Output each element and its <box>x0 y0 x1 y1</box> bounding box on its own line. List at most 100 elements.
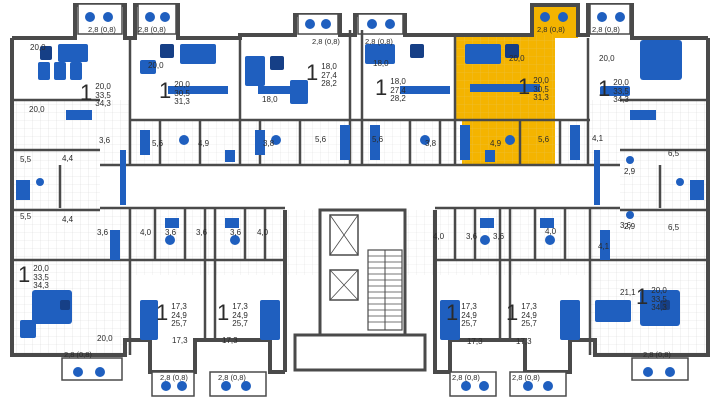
room-area-label: 4,9 <box>198 139 210 148</box>
room-area-label: 3,6 <box>493 232 505 241</box>
room-area-label: 4,0 <box>545 227 557 236</box>
living-area: 17,3 <box>171 302 187 311</box>
room-count: 1 <box>598 76 611 101</box>
living-area: 17,3 <box>232 302 248 311</box>
room-area-label: 4,9 <box>490 139 502 148</box>
living-area: 17,3 <box>461 302 477 311</box>
living-area: 20,0 <box>651 286 667 295</box>
total-area-with-balcony: 34,3 <box>613 95 629 105</box>
room-area-label: 21,1 <box>620 288 636 297</box>
room-area-label: 2,9 <box>624 167 636 176</box>
total-area: 27,4 <box>321 70 337 80</box>
balcony-label: 2,8 (0,8) <box>160 373 188 382</box>
balcony-label: 2,8 (0,8) <box>452 373 480 382</box>
room-count: 1 <box>80 80 93 105</box>
living-area: 20,0 <box>174 80 190 89</box>
highlighted-balcony[interactable] <box>532 5 578 38</box>
room-area-label: 20,0 <box>97 334 113 343</box>
balcony-label: 2,8 (0,8) <box>218 373 246 382</box>
total-area: 30,5 <box>174 88 190 98</box>
balcony-label: 2,8 (0,8) <box>643 350 671 359</box>
room-area-label: 2,9 <box>624 222 636 231</box>
room-area-label: 3,6 <box>99 136 111 145</box>
room-area-label: 4,0 <box>433 232 445 241</box>
total-area: 30,5 <box>533 84 549 94</box>
total-area: 24,9 <box>171 310 187 320</box>
outer-walls <box>10 3 710 374</box>
room-area-label: 3,6 <box>620 221 632 230</box>
room-area-label: 18,0 <box>373 59 389 68</box>
balcony-label: 2,8 (0,8) <box>512 373 540 382</box>
room-area-label: 6,5 <box>668 149 680 158</box>
room-count: 1 <box>446 300 459 325</box>
total-area-with-balcony: 25,7 <box>521 319 537 329</box>
furniture <box>16 40 704 340</box>
room-area-label: 20,0 <box>30 43 46 52</box>
total-area: 24,9 <box>461 310 477 320</box>
room-area-label: 5,6 <box>538 135 550 144</box>
balcony-label: 2,8 (0,8) <box>312 37 340 46</box>
living-area: 20,0 <box>613 78 629 87</box>
room-area-label: 17,3 <box>222 336 238 345</box>
balcony-label: 2,8 (0,8) <box>88 25 116 34</box>
room-area-label: 5,5 <box>20 212 32 221</box>
room-area-label: 3,6 <box>97 228 109 237</box>
room-area-label: 20,0 <box>509 54 525 63</box>
room-count: 1 <box>217 300 230 325</box>
total-area-with-balcony: 25,7 <box>171 319 187 329</box>
room-area-label: 3,6 <box>196 228 208 237</box>
room-area-label: 4,1 <box>592 134 604 143</box>
sanitary-fixtures <box>36 135 684 245</box>
room-area-label: 4,1 <box>598 242 610 251</box>
total-area-with-balcony: 34,3 <box>95 99 111 109</box>
balcony-label: 2,8 (0,8) <box>592 25 620 34</box>
room-area-label: 3,8 <box>425 139 437 148</box>
room-count: 1 <box>375 75 388 100</box>
room-area-label: 4,4 <box>62 154 74 163</box>
total-area: 33,5 <box>33 272 49 282</box>
total-area: 24,9 <box>521 310 537 320</box>
living-area: 20,0 <box>533 76 549 85</box>
corridor <box>100 165 620 208</box>
room-area-label: 6,5 <box>668 223 680 232</box>
living-area: 18,0 <box>390 77 406 86</box>
total-area-with-balcony: 31,3 <box>174 97 190 107</box>
total-area-with-balcony: 25,7 <box>232 319 248 329</box>
room-count: 1 <box>306 60 319 85</box>
room-area-label: 17,3 <box>172 336 188 345</box>
balcony-label: 2,8 (0,8) <box>537 25 565 34</box>
total-area-with-balcony: 25,7 <box>461 319 477 329</box>
living-area: 17,3 <box>521 302 537 311</box>
living-area: 18,0 <box>321 62 337 71</box>
room-area-label: 5,5 <box>20 155 32 164</box>
furniture-dark <box>40 44 670 310</box>
total-area: 33,5 <box>651 294 667 304</box>
room-count: 1 <box>156 300 169 325</box>
total-area: 33,5 <box>95 90 111 100</box>
balcony-furniture <box>73 12 675 391</box>
balcony-label: 2,8 (0,8) <box>365 37 393 46</box>
room-area-label: 3,6 <box>230 228 242 237</box>
room-count: 1 <box>18 262 31 287</box>
total-area: 33,5 <box>613 86 629 96</box>
room-count: 1 <box>506 300 519 325</box>
room-area-label: 17,3 <box>516 337 532 346</box>
total-area-with-balcony: 28,2 <box>390 94 406 104</box>
balconies <box>61 3 689 397</box>
room-count: 1 <box>636 284 649 309</box>
room-area-label: 4,4 <box>62 215 74 224</box>
total-area: 24,9 <box>232 310 248 320</box>
